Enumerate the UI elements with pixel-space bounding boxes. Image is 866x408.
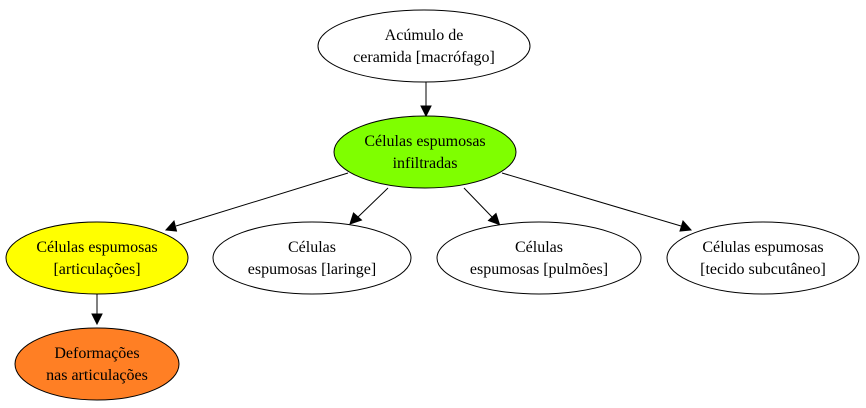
node-label-line-1: Células: [288, 239, 336, 256]
node-label-line-2: espumosas [laringe]: [248, 261, 376, 278]
node-label-line-2: espumosas [pulmões]: [470, 261, 608, 278]
node-label-line-1: Deformações: [54, 345, 139, 362]
node-label-line-2: [tecido subcutâneo]: [700, 261, 826, 278]
node-deformacoes-articulacoes: Deformações nas articulações: [14, 327, 180, 401]
node-label-line-2: nas articulações: [46, 367, 148, 384]
node-celulas-articulacoes: Células espumosas [articulações]: [5, 221, 189, 295]
edge-infiltradas-to-laringe: [349, 187, 389, 225]
edge-infiltradas-to-subcutaneo: [501, 172, 693, 232]
edge-infiltradas-to-pulmoes: [463, 187, 501, 226]
node-label-line-1: Células espumosas: [702, 239, 823, 256]
arrowhead: [420, 105, 432, 118]
edge-acumulo-to-infiltradas: [420, 82, 432, 118]
node-label-line-1: Células espumosas: [364, 133, 485, 150]
arrowhead: [164, 219, 178, 232]
node-label-line-2: [articulações]: [53, 261, 140, 278]
arrowhead: [679, 219, 693, 232]
arrowhead: [91, 313, 103, 326]
node-label-line-2: ceramida [macrófago]: [353, 49, 495, 66]
node-label-line-1: Acúmulo de: [385, 27, 464, 44]
arrowhead: [487, 212, 501, 226]
node-label-line-2: infiltradas: [393, 155, 458, 172]
node-celulas-laringe: Células espumosas [laringe]: [212, 221, 412, 295]
edge-articulacoes-to-deformacoes: [91, 294, 103, 326]
edge-infiltradas-to-articulacoes: [164, 172, 349, 232]
node-celulas-subcutaneo: Células espumosas [tecido subcutâneo]: [666, 221, 860, 295]
node-acumulo-ceramida: Acúmulo de ceramida [macrófago]: [317, 9, 531, 83]
node-label-line-1: Células espumosas: [36, 239, 157, 256]
node-label-line-1: Células: [515, 239, 563, 256]
node-celulas-pulmoes: Células espumosas [pulmões]: [436, 221, 642, 295]
arrowhead: [349, 212, 363, 225]
node-celulas-infiltradas: Células espumosas infiltradas: [333, 115, 517, 189]
